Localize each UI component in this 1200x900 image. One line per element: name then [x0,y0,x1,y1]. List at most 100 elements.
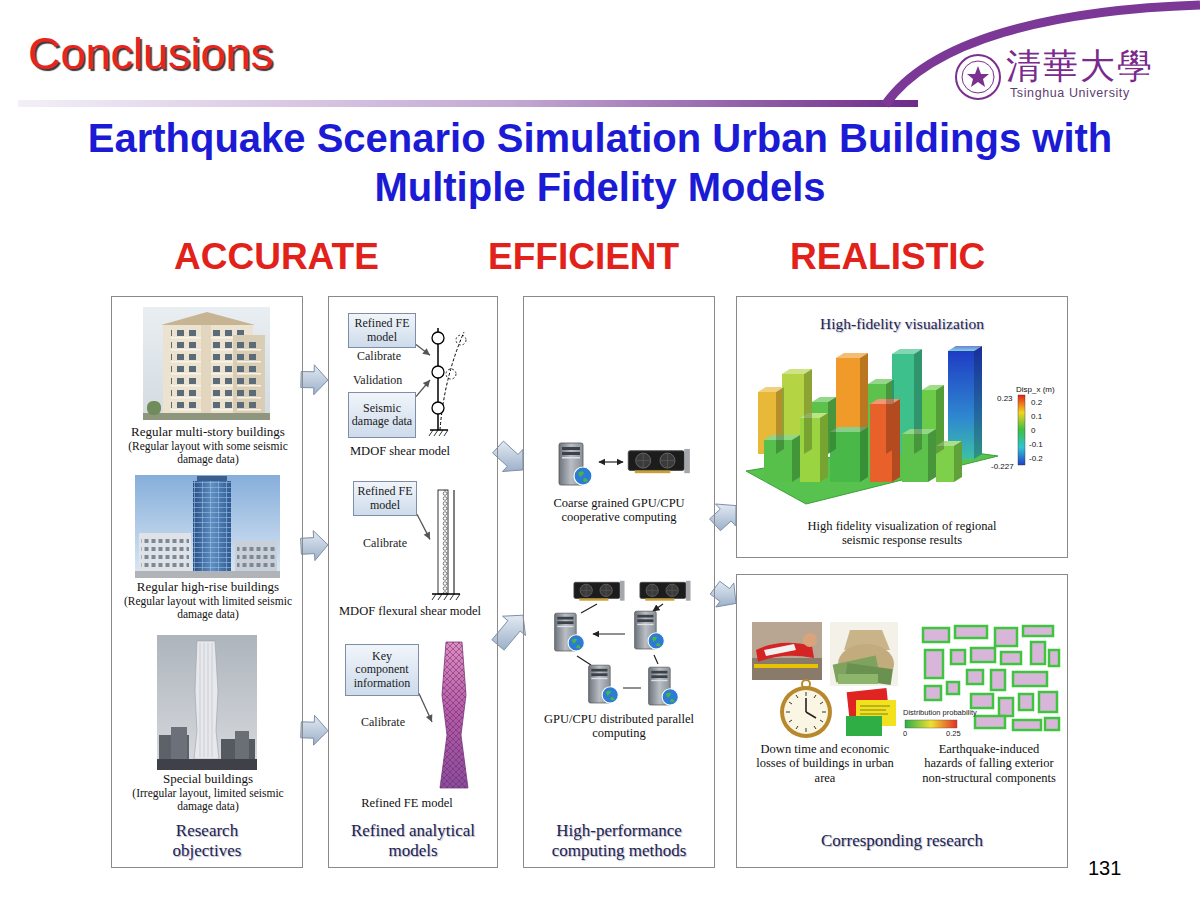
edge-label: Calibrate [356,350,402,363]
flexural-shear-model: MDOF flexural shear model [430,486,472,602]
label-holder: 0.25 [946,730,961,739]
city-response-model [776,387,784,454]
distributed-computing-icon [640,581,691,601]
multi-story-building [147,401,161,415]
arrowhead [424,532,430,540]
caption: Coarse grained GPU/CPU cooperative compu… [544,496,694,525]
city-response-model [860,427,868,482]
loss-illustration [764,644,796,656]
loss-illustration [806,698,816,718]
falling-hazard-map [1013,720,1041,730]
caption: (Irregular layout, limited seismic damag… [120,787,296,813]
arrowhead [423,380,430,388]
header-band [885,5,1200,105]
input-box: Seismic damage data [348,392,416,438]
city-response-model [892,399,900,482]
city-response-model [870,399,900,482]
label-holder: Disp_x (m) [1016,385,1055,394]
falling-hazard-map [991,670,1005,690]
shear-stick-model [432,332,444,344]
panel-heading: Corresponding research [737,831,1067,851]
caption: MDOF shear model [325,444,475,458]
city-response-model [860,427,868,482]
label-text: Conclusions [28,28,273,80]
falling-hazard-map [951,650,965,664]
cooperative-computing-icon [599,461,623,462]
label-holder: EFFICIENT [488,236,679,279]
caption: GPU/CPU distributed parallel computing [544,712,694,741]
falling-hazard-map [925,686,941,700]
arrowhead [422,348,430,355]
falling-hazard-map [947,682,959,694]
label-text: 0 [1031,426,1035,435]
city-response-model [914,349,922,454]
refined-fe-tower [440,642,468,788]
city-response-model [936,385,944,454]
city-response-model [820,413,828,482]
falling-hazard-map [971,648,995,662]
falling-hazard-map [1045,718,1059,730]
caption: Earthquake-induced hazards of falling ex… [919,742,1059,785]
label-holder: ACCURATE [174,236,379,279]
label-text: EFFICIENT [488,236,679,279]
slide-title: Earthquake Scenario Simulation Urban Bui… [45,114,1155,212]
caption: Down time and economic losses of buildin… [755,742,895,785]
multi-story-building [143,307,270,420]
falling-hazard-map [955,626,987,638]
box-label: Refined FE model [356,485,414,512]
loss-illustration [784,690,828,734]
calibration-arrow [417,514,430,539]
distributed-computing-icon [555,581,691,705]
caption: Special buildings [115,772,301,787]
falling-hazard-map [1013,672,1047,686]
city-response-model [974,346,982,459]
input-box: Refined FE model [353,481,417,516]
distributed-computing-icon [574,581,625,601]
label-text: 0 [903,730,907,739]
high-rise-building [135,475,280,578]
edge-label: Validation [352,374,403,387]
block-arrow [301,715,328,745]
computing-method: GPU/CPU distributed parallel computing [535,578,703,748]
special-building [194,641,219,759]
building-item: Regular multi-story buildings(Regular la… [115,303,301,473]
label-text: 131 [1088,857,1121,880]
city-response-model [954,441,962,482]
falling-hazard-map [967,670,983,684]
edge-label-holder: Validation [352,374,403,387]
calibration-arrow [419,693,432,722]
shear-stick-model [446,369,456,379]
building-item: Special buildings(Irregular layout, limi… [115,631,301,821]
special-building [157,635,257,770]
header-band [18,100,918,107]
refined-fe-tower [440,642,468,788]
label-holder: 0 [1031,426,1035,435]
edge-label-holder: Calibrate [356,350,402,363]
university-seal [967,66,989,87]
cooperative-computing-icon [559,443,690,485]
label-text: -0.1 [1029,440,1043,449]
city-response-model [1018,395,1025,465]
multi-story-building [161,312,255,325]
edge-label-holder: Calibrate [362,537,408,550]
label-holder: -0.1 [1029,440,1043,449]
falling-hazard-map [995,628,1017,646]
caption: Refined FE model [347,796,467,810]
label-text: Tsinghua University [1010,86,1130,100]
label-holder: 0.23 [997,394,1013,403]
shear-stick-model [440,332,464,430]
title-holder: Earthquake Scenario Simulation Urban Bui… [45,114,1155,212]
result-panel: Corresponding research Down time and econ… [736,574,1068,868]
building-item: Regular high-rise buildings(Regular layo… [115,473,301,629]
calibration-arrow [416,380,430,397]
multi-story-building [237,339,261,413]
panel-heading: High fidelity visualization of regional … [802,519,1002,548]
city-response-model [804,369,812,454]
calibration-arrow [416,380,430,397]
city-response-model [776,387,784,454]
box-label: Key component information [348,650,416,690]
city-response-model [936,385,944,454]
loss-illustration [838,674,878,684]
research-item: Down time and economic losses of buildin… [750,620,900,800]
distributed-computing-icon [589,665,619,703]
